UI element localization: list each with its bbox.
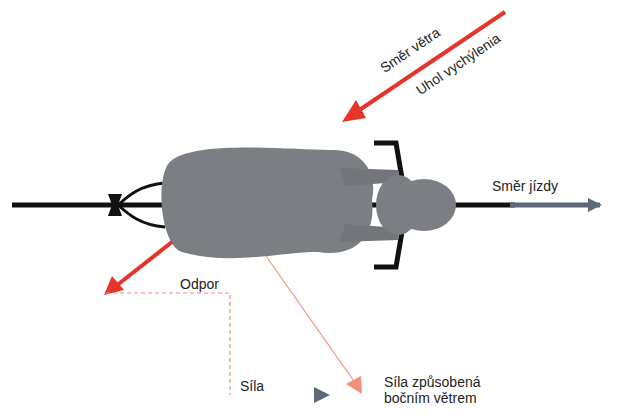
drag-arrow-shaft <box>116 242 172 286</box>
saddle <box>108 194 122 216</box>
force-arrow-head <box>314 387 330 403</box>
direction-arrow <box>510 203 600 208</box>
crosswind-line <box>266 256 356 384</box>
seat-stays <box>118 183 165 227</box>
drag-arrow-head <box>104 276 124 295</box>
wind-arrow-shaft <box>352 12 505 115</box>
crosswind-force-label: Síla způsobená bočním větrem <box>384 374 504 406</box>
wind-arrow-head <box>342 100 366 122</box>
dashed-construction <box>106 293 230 395</box>
rider-shoulders <box>376 175 420 235</box>
travel-direction-label: Směr jízdy <box>492 178 558 194</box>
wind-direction-label: Směr větra <box>377 24 443 76</box>
crosswind-arrow-head <box>346 376 362 394</box>
force-label: Síla <box>240 378 264 394</box>
drag-label: Odpor <box>178 276 221 292</box>
